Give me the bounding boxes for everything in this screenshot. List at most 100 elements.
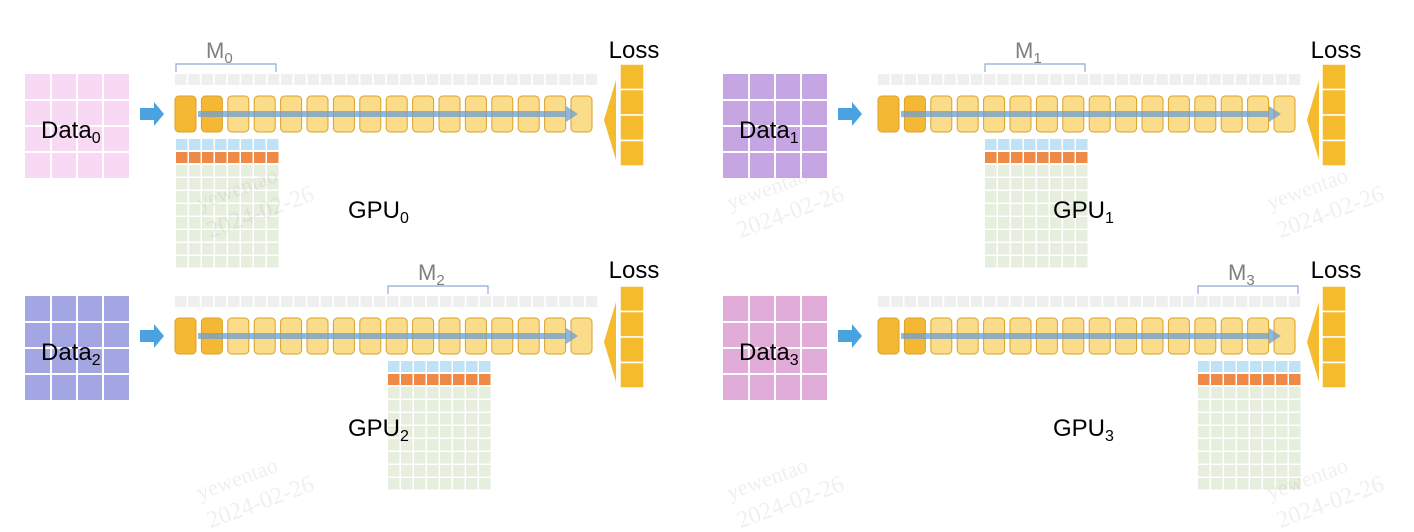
shard-fp16-cell bbox=[414, 361, 426, 372]
shard-optim-cell bbox=[228, 256, 240, 268]
shard-optim-cell bbox=[427, 465, 439, 477]
shard-optim-cell bbox=[176, 191, 188, 203]
shard-optim-cell bbox=[440, 400, 452, 412]
loss-column bbox=[1321, 63, 1347, 167]
shard-optim-cell bbox=[1011, 217, 1023, 229]
gpu-label-sub: 0 bbox=[400, 210, 409, 227]
placeholder-cell bbox=[1209, 74, 1221, 85]
loss-cell bbox=[619, 361, 645, 389]
placeholder-cell bbox=[957, 296, 969, 307]
shard-optim-cell bbox=[1237, 387, 1249, 399]
shard-grad-cell bbox=[1276, 374, 1288, 385]
shard-optim-cell bbox=[440, 478, 452, 490]
shard-optim-cell bbox=[479, 387, 491, 399]
placeholder-cell bbox=[426, 296, 439, 307]
shard-grad-cell bbox=[401, 374, 413, 385]
shard-optim-cell bbox=[215, 243, 227, 255]
shard-optim-cell bbox=[1198, 413, 1210, 425]
shard-optim-cell bbox=[401, 413, 413, 425]
placeholder-cell bbox=[1090, 296, 1102, 307]
shard-optim-cell bbox=[1011, 256, 1023, 268]
shard-fp16-cell bbox=[427, 361, 439, 372]
shard-optim-cell bbox=[427, 387, 439, 399]
shard-optim-cell bbox=[1224, 465, 1236, 477]
shard-optim-cell bbox=[228, 191, 240, 203]
shard-grad-cell bbox=[1237, 374, 1249, 385]
data-label: Data0 bbox=[41, 117, 101, 147]
data-label-sub: 0 bbox=[92, 130, 101, 147]
forward-flow-arrow bbox=[901, 111, 1269, 117]
shard-grad-cell bbox=[1050, 152, 1062, 163]
shard-optim-cell bbox=[440, 426, 452, 438]
loss-cell bbox=[619, 139, 645, 167]
placeholder-cell bbox=[1209, 296, 1221, 307]
shard-fp16-cell bbox=[267, 139, 279, 150]
placeholder-cell bbox=[1010, 74, 1022, 85]
shard-optim-cell bbox=[1250, 478, 1262, 490]
shard-optim-cell bbox=[1211, 400, 1223, 412]
shard-fp16-cell bbox=[1250, 361, 1262, 372]
shard-label: M0 bbox=[206, 38, 233, 67]
shard-optim-cell bbox=[985, 191, 997, 203]
placeholder-cell bbox=[1090, 74, 1102, 85]
shard-grad-cell bbox=[440, 374, 452, 385]
placeholder-cell bbox=[1235, 74, 1248, 85]
shard-optim-cell bbox=[1250, 465, 1262, 477]
data-block: Data2 bbox=[25, 296, 129, 400]
gpu-label: GPU0 bbox=[348, 197, 409, 227]
shard-optim-cell bbox=[1024, 243, 1036, 255]
placeholder-cell bbox=[931, 296, 943, 307]
placeholder-cell bbox=[1050, 74, 1062, 85]
shard-optim-cell bbox=[401, 400, 413, 412]
shard-optim-cell bbox=[1024, 165, 1036, 177]
shard-optim-cell bbox=[215, 230, 227, 242]
shard-optim-cell bbox=[427, 400, 439, 412]
shard-optim-cell bbox=[1289, 478, 1301, 490]
shard-optim-cell bbox=[1198, 439, 1210, 451]
shard-optim-cell bbox=[1276, 413, 1288, 425]
shard-optim-cell bbox=[453, 387, 465, 399]
shard-optim-cell bbox=[1076, 204, 1088, 216]
shard-grad-cell bbox=[1211, 374, 1223, 385]
placeholder-cell bbox=[1169, 74, 1181, 85]
placeholder-cell bbox=[1037, 74, 1049, 85]
placeholder-cell bbox=[320, 296, 333, 307]
shard-fp16-cell bbox=[1076, 139, 1088, 150]
shard-fp16-cell bbox=[189, 139, 201, 150]
shard-fp16-cell bbox=[401, 361, 413, 372]
shard-optim-cell bbox=[189, 243, 201, 255]
placeholder-cell bbox=[347, 74, 359, 85]
shard-optim-cell bbox=[466, 478, 478, 490]
placeholder-cell bbox=[387, 74, 399, 85]
shard-optim-cell bbox=[1011, 191, 1023, 203]
placeholder-cell bbox=[1116, 296, 1128, 307]
shard-grad-cell bbox=[1063, 152, 1075, 163]
loss-cell bbox=[1321, 63, 1347, 91]
shard-optim-cell bbox=[267, 243, 279, 255]
data-label-main: Data bbox=[739, 117, 790, 144]
shard-optim-cell bbox=[1211, 452, 1223, 464]
shard-grad-cell bbox=[202, 152, 214, 163]
shard-optim-cell bbox=[1011, 178, 1023, 190]
shard-optim-cell bbox=[1037, 230, 1049, 242]
shard-optim-cell bbox=[388, 400, 400, 412]
shard-optim-cell bbox=[202, 256, 214, 268]
shard-state-grid bbox=[985, 139, 1088, 268]
shard-grad-cell bbox=[267, 152, 279, 163]
shard-optim-cell bbox=[254, 165, 266, 177]
placeholder-cell bbox=[241, 296, 253, 307]
placeholder-cell bbox=[1129, 74, 1142, 85]
placeholder-cell bbox=[400, 74, 412, 85]
shard-state-grid bbox=[388, 361, 491, 490]
shard-bracket bbox=[1197, 285, 1299, 294]
placeholder-cell bbox=[413, 296, 425, 307]
shard-optim-cell bbox=[254, 256, 266, 268]
shard-optim-cell bbox=[1076, 230, 1088, 242]
shard-optim-cell bbox=[998, 204, 1010, 216]
shard-fp16-cell bbox=[453, 361, 465, 372]
placeholder-cell bbox=[254, 296, 266, 307]
placeholder-cell bbox=[1222, 296, 1234, 307]
shard-grad-cell bbox=[241, 152, 253, 163]
shard-optim-cell bbox=[414, 387, 426, 399]
